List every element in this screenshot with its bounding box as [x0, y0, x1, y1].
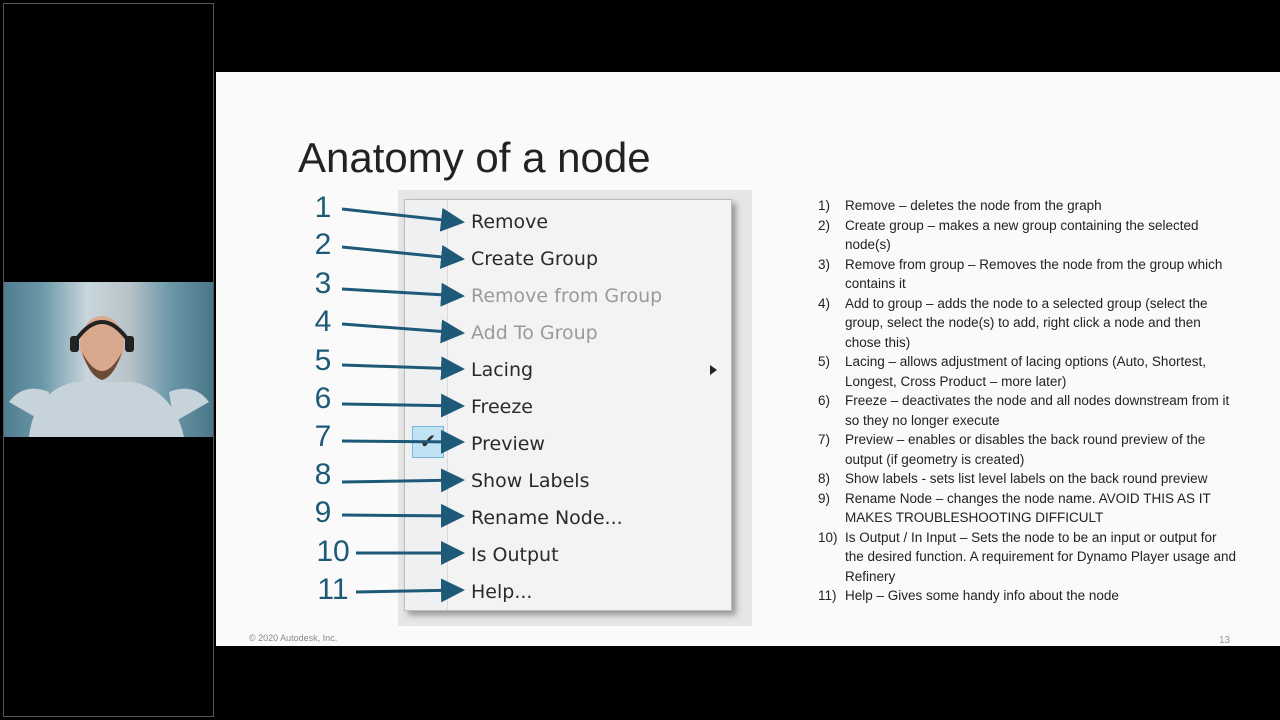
arrow-7: [341, 429, 465, 454]
presenter-image: [9, 316, 209, 437]
menu-item-remove-from-group[interactable]: Remove from Group: [471, 285, 663, 307]
list-item: 1)Remove – deletes the node from the gra…: [818, 198, 1102, 213]
list-item: 9)Rename Node – changes the node name. A…: [818, 490, 1211, 526]
slide-page-number: 13: [1219, 635, 1231, 646]
callout-number: 5: [314, 344, 332, 377]
description-list: 1)Remove – deletes the node from the gra…: [818, 196, 1238, 606]
callout-number: 10: [316, 535, 350, 568]
slide-title: Anatomy of a node: [298, 134, 651, 181]
arrow-2: [341, 244, 465, 269]
menu-item-is-output[interactable]: Is Output: [471, 544, 559, 566]
menu-item-create-group[interactable]: Create Group: [471, 248, 599, 270]
callout-number: 11: [317, 573, 349, 606]
menu-item-preview[interactable]: Preview: [471, 433, 545, 455]
list-item: 2)Create group – makes a new group conta…: [818, 217, 1199, 253]
menu-item-add-to-group[interactable]: Add To Group: [471, 322, 598, 344]
list-item: 6)Freeze – deactivates the node and all …: [818, 393, 1230, 428]
submenu-arrow-icon: [710, 365, 717, 375]
presentation-slide: Anatomy of a node ✔ Remove Create Group …: [216, 72, 1280, 646]
arrow-8: [341, 468, 465, 493]
menu-item-help[interactable]: Help...: [471, 581, 533, 603]
list-item: 5)Lacing – allows adjustment of lacing o…: [818, 354, 1206, 389]
menu-item-show-labels[interactable]: Show Labels: [471, 470, 590, 492]
menu-item-remove[interactable]: Remove: [471, 211, 549, 233]
callout-number: 3: [314, 267, 332, 300]
arrow-11: [355, 578, 465, 603]
menu-item-lacing[interactable]: Lacing: [471, 359, 534, 381]
list-item: 3)Remove from group – Removes the node f…: [818, 256, 1223, 292]
callout-number: 9: [314, 496, 332, 529]
callout-number: 7: [314, 420, 332, 453]
callout-arrows: [341, 207, 465, 603]
menu-item-freeze[interactable]: Freeze: [471, 396, 533, 418]
menu-item-rename-node[interactable]: Rename Node...: [471, 507, 623, 529]
list-item: 4)Add to group – adds the node to a sele…: [818, 295, 1208, 350]
copyright-notice: © 2020 Autodesk, Inc.: [249, 633, 338, 643]
arrow-1: [341, 207, 465, 232]
callout-number: 6: [314, 382, 332, 415]
arrow-5: [341, 356, 465, 381]
list-item: 10)Is Output / In Input – Sets the node …: [818, 529, 1236, 584]
list-item: 7)Preview – enables or disables the back…: [818, 432, 1206, 467]
list-item: 8)Show labels - sets list level labels o…: [818, 471, 1208, 486]
arrow-9: [341, 503, 465, 528]
arrow-4: [341, 319, 465, 344]
arrow-3: [341, 282, 465, 307]
callout-number: 2: [314, 228, 332, 261]
callout-number: 4: [314, 305, 332, 338]
arrow-6: [341, 393, 465, 418]
callout-number: 1: [314, 191, 332, 224]
list-item: 11)Help – Gives some handy info about th…: [818, 588, 1119, 603]
webcam-video: [4, 282, 213, 437]
callout-number: 8: [314, 458, 332, 491]
